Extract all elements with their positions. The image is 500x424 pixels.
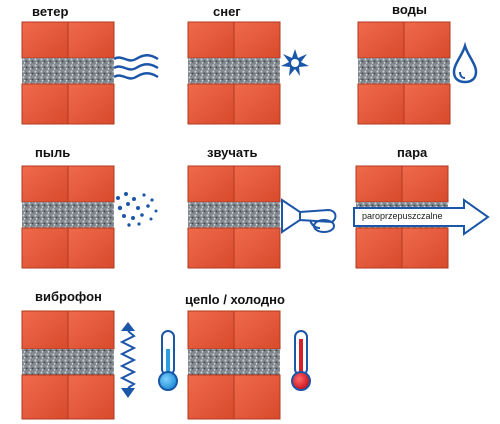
- brick-wall-water: [357, 21, 451, 125]
- panel-label-sound: звучать: [207, 145, 258, 160]
- water-drop-icon: [452, 41, 478, 84]
- brick-wall-graphic: [21, 165, 115, 269]
- panel-label-steam: пара: [397, 145, 428, 160]
- thermometer-hot-icon: [289, 329, 313, 393]
- brick-wall-graphic: [187, 21, 281, 125]
- brick-wall-vibration: [21, 310, 115, 420]
- wind-icon: [113, 54, 160, 84]
- arrow-label: paroprzepuszczalne: [362, 211, 443, 221]
- panel-label-heat-cold: цепlо / холодно: [185, 292, 285, 307]
- brick-wall-snow: [187, 21, 281, 125]
- panel-label-dust: пыль: [35, 145, 71, 160]
- dust-particles-icon: [114, 190, 160, 230]
- panel-label-wind: ветер: [32, 4, 69, 19]
- horn-icon: [280, 196, 342, 236]
- panel-label-snow: снег: [213, 4, 241, 19]
- brick-wall-dust: [21, 165, 115, 269]
- brick-wall-graphic: [21, 310, 115, 420]
- brick-wall-sound: [187, 165, 281, 269]
- brick-wall-graphic: [357, 21, 451, 125]
- brick-wall-graphic: [187, 165, 281, 269]
- brick-wall-graphic: [187, 310, 281, 420]
- brick-wall-wind: [21, 21, 115, 125]
- panel-label-vibration: виброфон: [35, 289, 102, 304]
- snowflake-icon: [280, 48, 310, 78]
- vibration-icon: [119, 322, 137, 398]
- arrow-icon: [352, 198, 492, 236]
- brick-wall-graphic: [21, 21, 115, 125]
- brick-wall-heat-cold: [187, 310, 281, 420]
- panel-label-water: воды: [392, 2, 427, 17]
- thermometer-cold-icon: [156, 329, 180, 393]
